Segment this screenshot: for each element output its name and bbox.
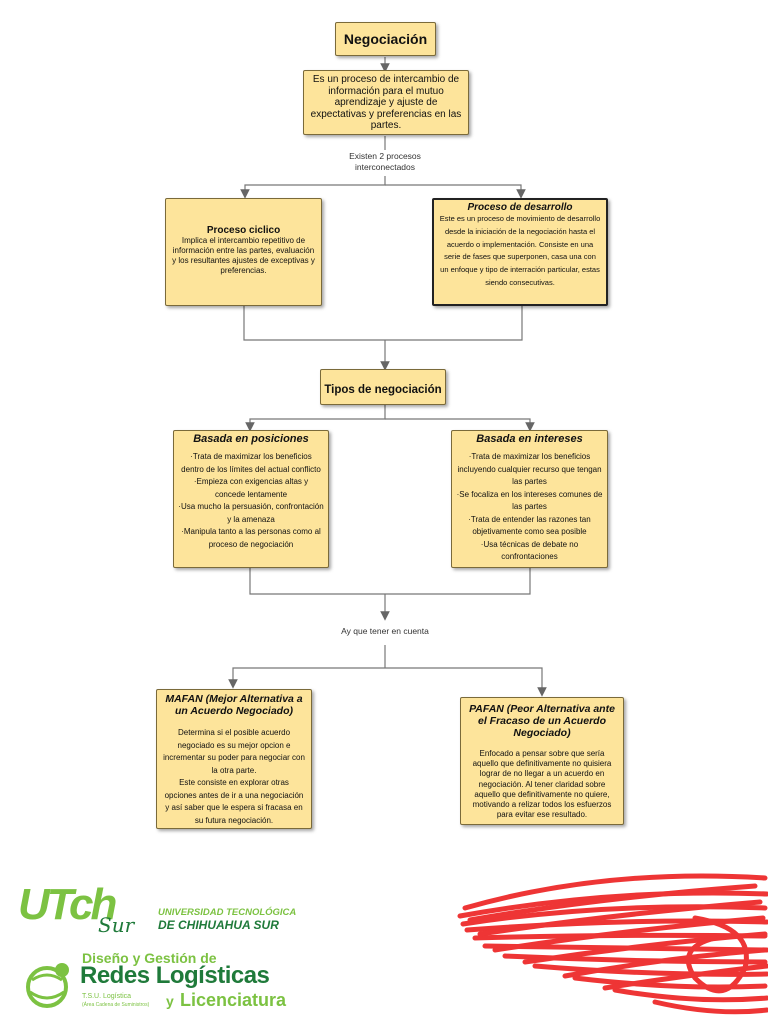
node-intereses-title: Basada en intereses bbox=[476, 433, 583, 445]
list-item: ·Usa mucho la persuasión, confrontación … bbox=[178, 502, 324, 524]
program-line-5: y bbox=[166, 993, 174, 1009]
utch-logo: UTch Sur bbox=[18, 883, 158, 941]
list-item: ·Empieza con exigencias altas y concede … bbox=[193, 477, 309, 499]
node-pafan-text: Enfocado a pensar sobre que sería aquell… bbox=[472, 749, 612, 820]
university-name-2: DE CHIHUAHUA SUR bbox=[158, 918, 279, 932]
node-proceso-desarrollo: Proceso de desarrollo Este es un proceso… bbox=[432, 198, 608, 306]
list-item: ·Manipula tanto a las personas como al p… bbox=[181, 527, 321, 549]
label-cuenta: Ay que tener en cuenta bbox=[341, 626, 429, 636]
node-tipos-title: Tipos de negociación bbox=[324, 384, 442, 396]
node-mafan: MAFAN (Mejor Alternativa a un Acuerdo Ne… bbox=[156, 689, 312, 829]
label-procesos: Existen 2 procesos interconectados bbox=[349, 151, 421, 172]
node-proceso-ciclico-title: Proceso ciclico bbox=[206, 225, 281, 236]
node-definicion: Es un proceso de intercambio de informac… bbox=[303, 70, 469, 135]
program-line-2: Redes Logísticas bbox=[80, 962, 270, 989]
utch-logo-text: UTch bbox=[18, 880, 117, 929]
program-line-6: Licenciatura bbox=[180, 990, 287, 1010]
node-proceso-desarrollo-text: Este es un proceso de movimiento de desa… bbox=[439, 214, 601, 287]
node-posiciones: Basada en posiciones ·Trata de maximizar… bbox=[173, 430, 329, 568]
program-line-3: T.S.U. Logística bbox=[82, 993, 132, 1000]
red-scribble-redaction bbox=[457, 873, 768, 1015]
node-proceso-desarrollo-title: Proceso de desarrollo bbox=[467, 202, 573, 213]
utch-logo-script: Sur bbox=[98, 913, 135, 937]
node-negociacion-title: Negociación bbox=[343, 31, 428, 47]
program-line-1: Diseño y Gestión de bbox=[82, 950, 217, 966]
node-intereses: Basada en intereses ·Trata de maximizar … bbox=[451, 430, 608, 568]
node-pafan: PAFAN (Peor Alternativa ante el Fracaso … bbox=[460, 697, 624, 825]
university-name: UNIVERSIDAD TECNOLÓGICA bbox=[158, 907, 297, 918]
list-item: ·Usa técnicas de debate no confrontacion… bbox=[480, 539, 579, 562]
list-item: ·Trata de maximizar los beneficios dentr… bbox=[181, 452, 321, 474]
node-definicion-text: Es un proceso de intercambio de informac… bbox=[310, 74, 462, 131]
node-mafan-p1: Determina si el posible acuerdo negociad… bbox=[163, 728, 305, 775]
node-negociacion: Negociación bbox=[335, 22, 436, 56]
program-line-4: (Área Cadena de Suministros) bbox=[82, 1002, 150, 1008]
node-pafan-title: PAFAN (Peor Alternativa ante el Fracaso … bbox=[469, 703, 615, 739]
node-posiciones-list: ·Trata de maximizar los beneficios dentr… bbox=[178, 451, 324, 551]
node-proceso-ciclico-text: Implica el intercambio repetitivo de inf… bbox=[172, 236, 315, 275]
list-item: ·Trata de entender las razones tan objet… bbox=[468, 514, 591, 537]
globe-icon bbox=[26, 963, 69, 1008]
node-proceso-ciclico: Proceso ciclico Implica el intercambio r… bbox=[165, 198, 322, 306]
node-posiciones-title: Basada en posiciones bbox=[193, 433, 309, 445]
node-mafan-title: MAFAN (Mejor Alternativa a un Acuerdo Ne… bbox=[165, 693, 303, 717]
node-tipos: Tipos de negociación bbox=[320, 369, 446, 405]
node-intereses-list: ·Trata de maximizar los beneficios inclu… bbox=[456, 451, 603, 564]
node-mafan-p2: Este consiste en explorar otras opciones… bbox=[164, 778, 304, 825]
list-item: ·Se focaliza en los intereses comunes de… bbox=[456, 489, 603, 512]
list-item: ·Trata de maximizar los beneficios inclu… bbox=[457, 452, 602, 486]
